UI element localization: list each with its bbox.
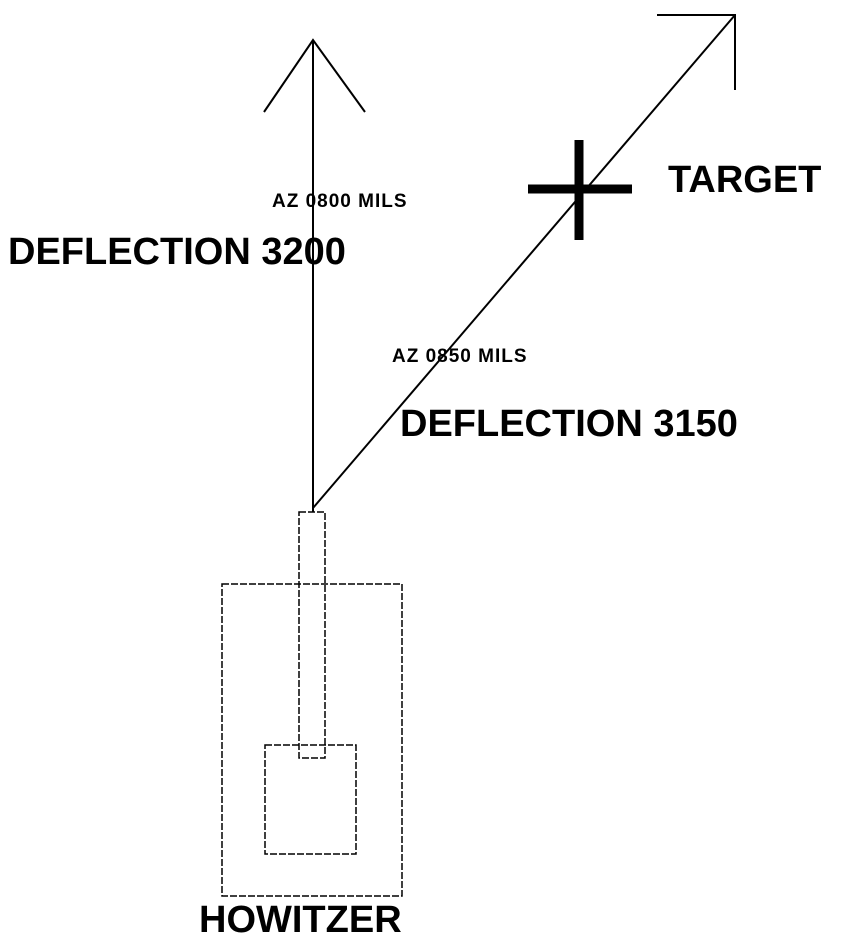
reference-azimuth-label: AZ 0800 MILS	[272, 191, 408, 212]
target-arrowhead	[657, 14, 736, 90]
reference-arrowhead	[263, 38, 366, 113]
howitzer-body	[221, 583, 403, 897]
reference-deflection-label: DEFLECTION 3200	[8, 231, 346, 273]
target-azimuth-label: AZ 0850 MILS	[392, 346, 528, 367]
target-azimuth-line	[312, 14, 736, 509]
target-deflection-label: DEFLECTION 3150	[400, 403, 738, 445]
target-label: TARGET	[668, 159, 821, 201]
howitzer-barrel	[298, 511, 326, 759]
howitzer-breech	[264, 744, 357, 855]
howitzer-label: HOWITZER	[199, 899, 402, 937]
